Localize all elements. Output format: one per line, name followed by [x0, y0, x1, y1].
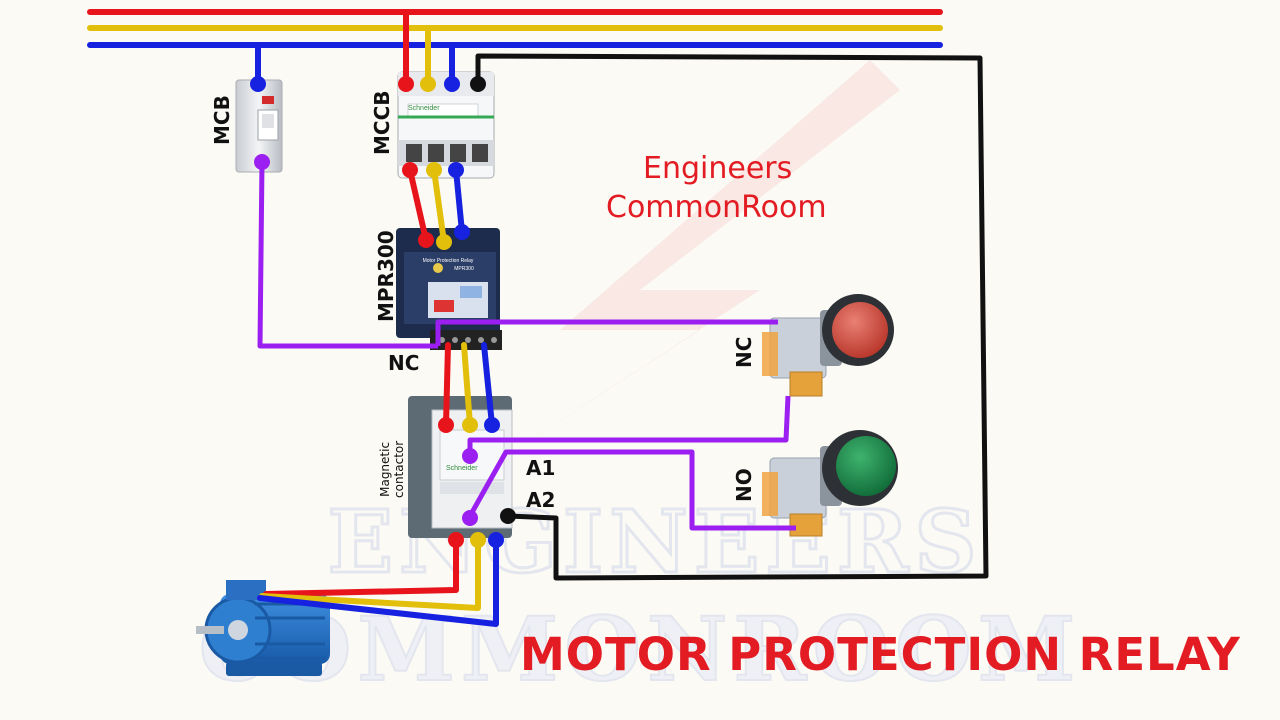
contactor-schneider-text: Schneider [446, 465, 478, 472]
lightning-watermark-icon [500, 60, 900, 460]
label-mpr-nc: NC [388, 351, 420, 375]
wire-neutral [475, 53, 989, 581]
wire-red-phase [263, 9, 459, 597]
label-contactor-line2: contactor [392, 440, 406, 498]
label-contactor-line1: Magnetic [378, 441, 392, 497]
label-mpr300: MPR300 [374, 230, 398, 322]
mpr300-relay-device: Motor Protection Relay MPR300 [396, 228, 502, 350]
label-magnetic-contactor: Magnetic contactor [378, 441, 406, 498]
terminal-dots [250, 76, 516, 548]
watermark-line2: COMMONROOM [199, 597, 1081, 701]
start-button-icon [836, 436, 896, 496]
page-title: MOTOR PROTECTION RELAY [520, 628, 1241, 681]
brand-line2: CommonRoom [606, 190, 827, 225]
three-phase-bus [87, 9, 943, 48]
label-pushbutton-nc: NC [732, 336, 756, 368]
label-pushbutton-no: NO [732, 468, 756, 502]
mccb-schneider-text: Schneider [408, 105, 440, 112]
mpr-model-text: MPR300 [454, 266, 474, 272]
brand-line1: Engineers [643, 151, 793, 186]
mpr-brand-text: Motor Protection Relay [423, 258, 474, 264]
label-mccb: MCCB [370, 90, 394, 155]
stop-button-icon [832, 302, 888, 358]
label-a1: A1 [526, 456, 556, 480]
induction-motor-icon [196, 580, 330, 676]
wire-yellow-phase [259, 25, 481, 611]
label-a2: A2 [526, 488, 556, 512]
start-pushbutton-no [762, 430, 898, 537]
mcb-device [235, 79, 283, 173]
stop-pushbutton-nc [762, 294, 894, 397]
label-mcb: MCB [210, 95, 234, 145]
